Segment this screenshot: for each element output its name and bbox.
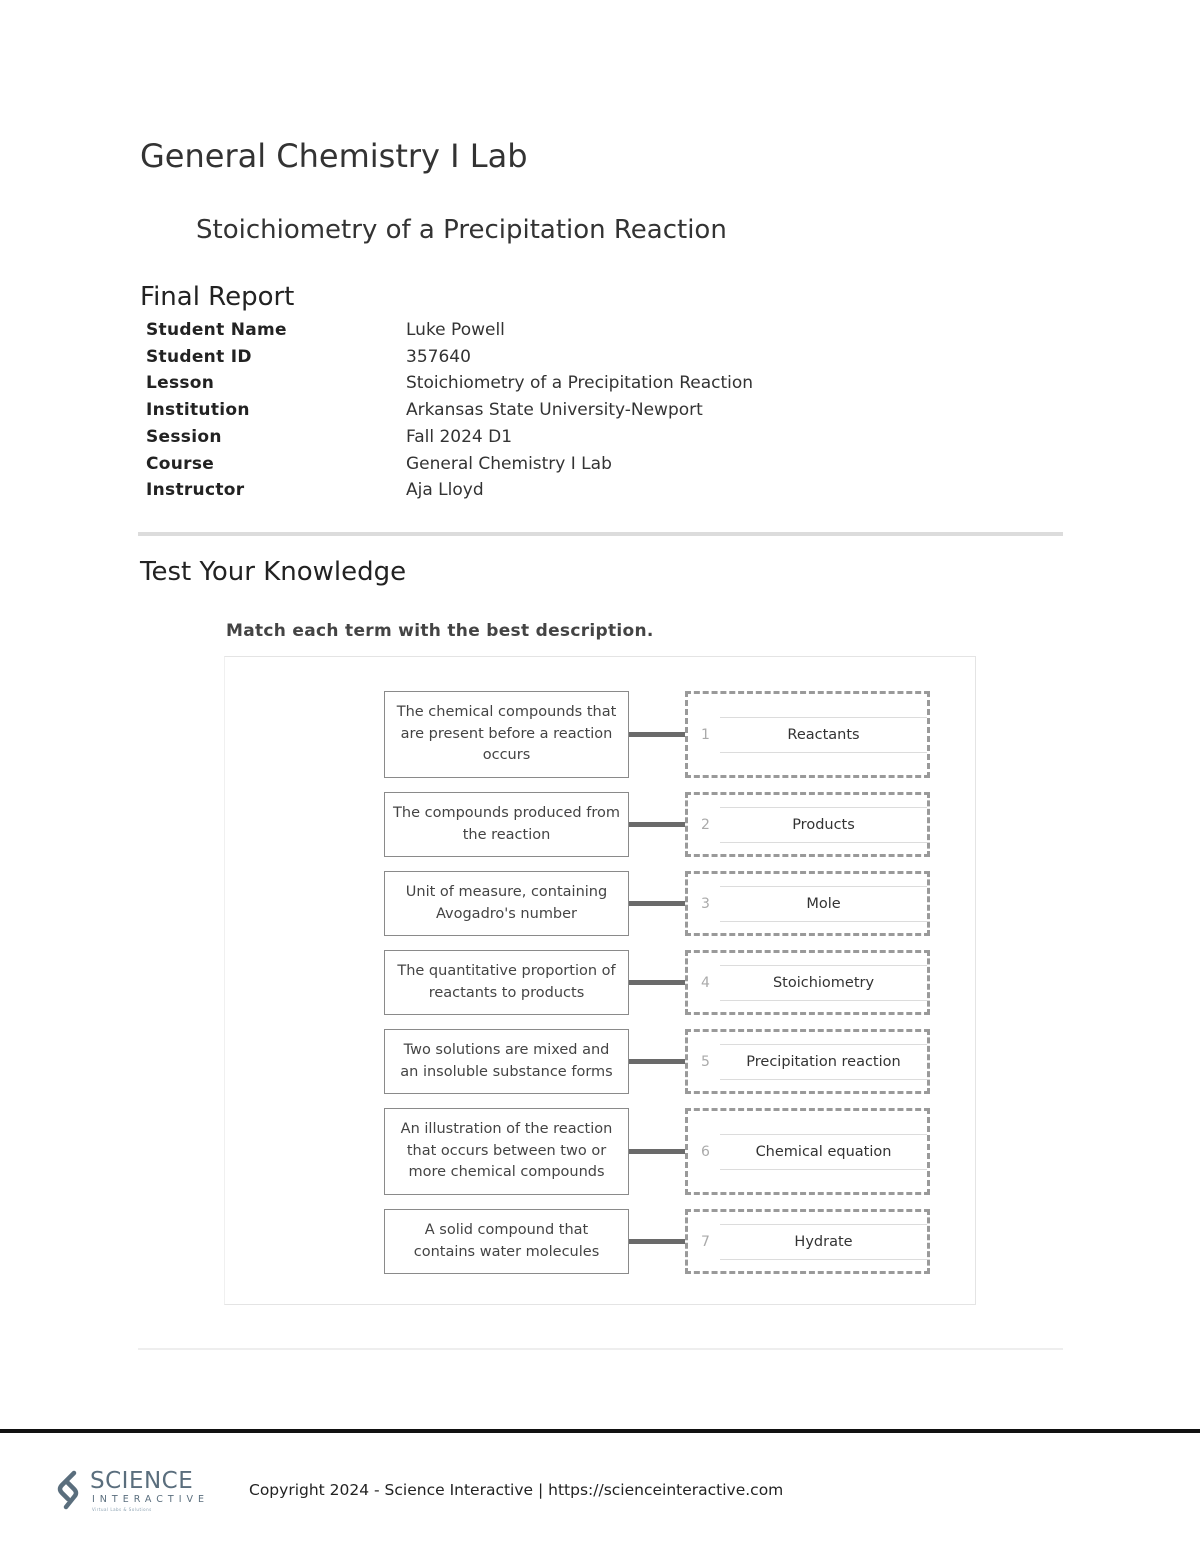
match-connector <box>629 732 685 737</box>
info-value: Aja Lloyd <box>406 480 484 501</box>
info-label: Student ID <box>146 346 252 367</box>
term-card[interactable]: Chemical equation <box>720 1133 927 1170</box>
info-row-instructor: Instructor Aja Lloyd <box>146 480 1046 506</box>
copyright-text: Copyright 2024 - Science Interactive | h… <box>249 1481 784 1499</box>
info-value: Arkansas State University-Newport <box>406 400 703 421</box>
report-heading: Final Report <box>140 282 295 312</box>
term-number: 7 <box>701 1233 710 1250</box>
info-value: General Chemistry I Lab <box>406 453 612 474</box>
term-number: 4 <box>701 974 710 991</box>
term-card[interactable]: Hydrate <box>720 1223 927 1260</box>
match-connector <box>629 1239 685 1244</box>
match-pair: A solid compound that contains water mol… <box>384 1209 930 1274</box>
info-value: Luke Powell <box>406 320 505 340</box>
description-card[interactable]: A solid compound that contains water mol… <box>384 1209 629 1274</box>
description-card[interactable]: The chemical compounds that are present … <box>384 691 629 778</box>
match-pair: The quantitative proportion of reactants… <box>384 950 930 1015</box>
info-row-course: Course General Chemistry I Lab <box>146 454 1046 480</box>
description-card[interactable]: Two solutions are mixed and an insoluble… <box>384 1029 629 1094</box>
term-card[interactable]: Precipitation reaction <box>720 1043 927 1080</box>
match-connector <box>629 1149 685 1154</box>
term-drop-zone[interactable]: 7 Hydrate <box>685 1209 930 1274</box>
section-divider <box>138 532 1063 536</box>
logo-word: SCIENCE <box>90 1468 194 1494</box>
term-card[interactable]: Products <box>720 806 927 843</box>
lesson-title: Stoichiometry of a Precipitation Reactio… <box>196 215 727 245</box>
description-card[interactable]: The quantitative proportion of reactants… <box>384 950 629 1015</box>
term-drop-zone[interactable]: 3 Mole <box>685 871 930 936</box>
footer-divider <box>0 1429 1200 1433</box>
match-connector <box>629 980 685 985</box>
logo-subword: INTERACTIVE <box>92 1494 210 1505</box>
match-connector <box>629 822 685 827</box>
term-drop-zone[interactable]: 2 Products <box>685 792 930 857</box>
match-connector <box>629 901 685 906</box>
term-card[interactable]: Mole <box>720 885 927 922</box>
info-label: Session <box>146 426 222 447</box>
description-card[interactable]: Unit of measure, containing Avogadro's n… <box>384 871 629 936</box>
course-title: General Chemistry I Lab <box>140 137 528 175</box>
quiz-heading: Test Your Knowledge <box>140 557 407 587</box>
logo-mark-icon <box>57 1470 79 1510</box>
science-interactive-logo: SCIENCE INTERACTIVE Virtual Labs & Solut… <box>56 1466 216 1516</box>
info-value: Fall 2024 D1 <box>406 426 513 447</box>
section-divider <box>138 1348 1063 1350</box>
term-card[interactable]: Reactants <box>720 716 927 753</box>
info-row-student-id: Student ID 357640 <box>146 347 1046 373</box>
info-label: Institution <box>146 400 250 421</box>
term-card[interactable]: Stoichiometry <box>720 964 927 1001</box>
description-card[interactable]: The compounds produced from the reaction <box>384 792 629 857</box>
match-pair: Two solutions are mixed and an insoluble… <box>384 1029 930 1094</box>
info-row-institution: Institution Arkansas State University-Ne… <box>146 400 1046 426</box>
info-label: Student Name <box>146 320 287 340</box>
term-number: 5 <box>701 1053 710 1070</box>
term-number: 1 <box>701 726 710 743</box>
info-row-student-name: Student Name Luke Powell <box>146 320 1046 346</box>
match-pair: An illustration of the reaction that occ… <box>384 1108 930 1195</box>
term-drop-zone[interactable]: 4 Stoichiometry <box>685 950 930 1015</box>
term-number: 2 <box>701 816 710 833</box>
match-pair: Unit of measure, containing Avogadro's n… <box>384 871 930 936</box>
quiz-instruction: Match each term with the best descriptio… <box>226 621 654 641</box>
term-drop-zone[interactable]: 5 Precipitation reaction <box>685 1029 930 1094</box>
info-label: Instructor <box>146 480 245 501</box>
match-pair: The compounds produced from the reaction… <box>384 792 930 857</box>
match-pair: The chemical compounds that are present … <box>384 691 930 778</box>
match-connector <box>629 1059 685 1064</box>
info-label: Lesson <box>146 373 215 394</box>
info-row-session: Session Fall 2024 D1 <box>146 427 1046 453</box>
description-card[interactable]: An illustration of the reaction that occ… <box>384 1108 629 1195</box>
info-value: Stoichiometry of a Precipitation Reactio… <box>406 373 754 394</box>
logo-tagline: Virtual Labs & Solutions <box>92 1507 152 1512</box>
info-label: Course <box>146 453 215 474</box>
info-value: 357640 <box>406 346 471 367</box>
term-number: 3 <box>701 895 710 912</box>
info-row-lesson: Lesson Stoichiometry of a Precipitation … <box>146 373 1046 399</box>
term-drop-zone[interactable]: 6 Chemical equation <box>685 1108 930 1195</box>
term-number: 6 <box>701 1143 710 1160</box>
term-drop-zone[interactable]: 1 Reactants <box>685 691 930 778</box>
